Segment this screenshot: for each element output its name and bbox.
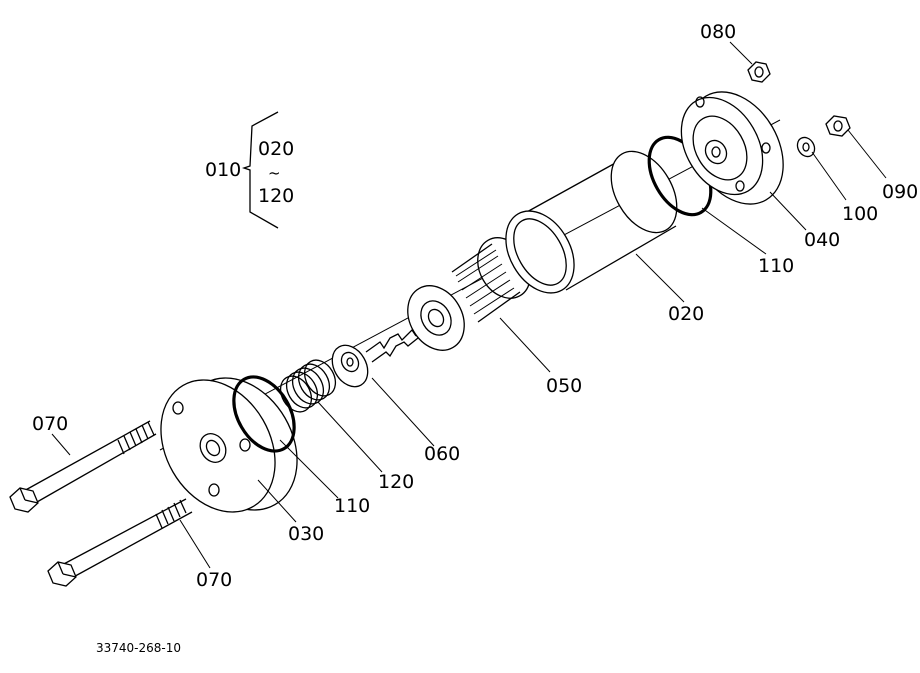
- callout-070-lower: 070: [196, 569, 232, 591]
- nut-080: [747, 61, 771, 83]
- callout-050: 050: [546, 375, 582, 397]
- assembly-range-start: 020: [258, 138, 294, 160]
- callout-090: 090: [882, 181, 918, 203]
- callout-040: 040: [804, 229, 840, 251]
- valve-060: [331, 328, 419, 388]
- callout-030: 030: [288, 523, 324, 545]
- callout-100: 100: [842, 203, 878, 225]
- o-ring-110-lower: [232, 375, 296, 453]
- filter-case-020: [505, 150, 678, 294]
- callout-110-lower: 110: [334, 495, 370, 517]
- bolt-070-upper: [9, 420, 157, 513]
- callout-060: 060: [424, 443, 460, 465]
- callout-110-upper: 110: [758, 255, 794, 277]
- spring-120: [279, 359, 337, 413]
- assembly-label: 010: [205, 159, 241, 181]
- end-cover-030: [160, 377, 298, 513]
- head-cover-040: [680, 91, 784, 205]
- callout-020: 020: [668, 303, 704, 325]
- washer-100: [796, 136, 816, 158]
- nut-090: [825, 115, 851, 137]
- callout-080: 080: [700, 21, 736, 43]
- assembly-legend: 010 020 ~ 120: [205, 111, 294, 229]
- leader-lines: [51, 41, 887, 569]
- assembly-range-end: 120: [258, 185, 294, 207]
- callout-120: 120: [378, 471, 414, 493]
- callout-070-upper: 070: [32, 413, 68, 435]
- drawing-number: 33740-268-10: [96, 641, 181, 655]
- assembly-range-separator: ~: [268, 164, 281, 182]
- bolt-070-lower: [47, 498, 193, 587]
